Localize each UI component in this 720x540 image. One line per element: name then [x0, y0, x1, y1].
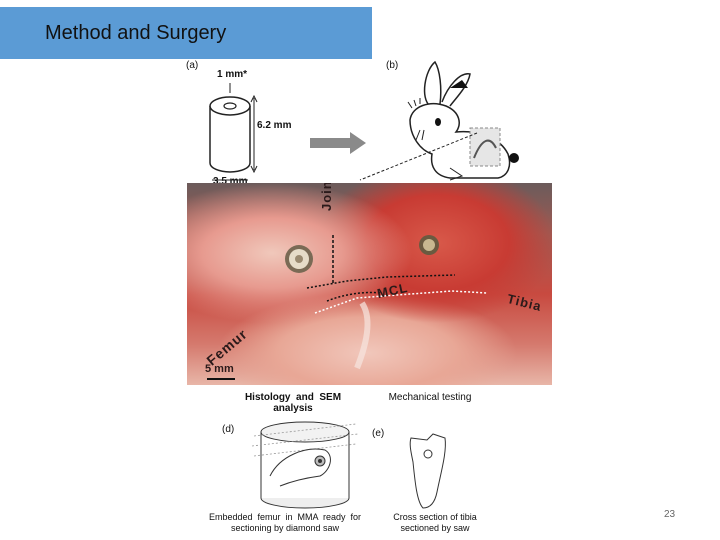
panel-a-label: (a) [186, 60, 199, 71]
arrow-right-icon [310, 132, 366, 154]
histology-heading: Histology and SEM analysis [244, 392, 342, 414]
panel-a-dim-side: 6.2 mm [257, 120, 292, 131]
panel-d-label: (d) [222, 424, 235, 435]
leader-lines [359, 132, 478, 181]
knee-photograph: Joint line MCL Tibia Femur 5 mm [187, 183, 552, 385]
mechanical-heading: Mechanical testing [388, 392, 472, 403]
title-bar [0, 7, 372, 59]
slide-title: Method and Surgery [45, 22, 227, 44]
panel-b-label: (b) [386, 60, 399, 71]
scale-bar-label: 5 mm [205, 363, 234, 375]
tibia-cross-section-drawing [409, 433, 446, 509]
joint-line-label: Joint line [319, 183, 334, 211]
page-number: 23 [664, 509, 676, 520]
panel-e-caption: Cross section of tibia sectioned by saw [393, 512, 477, 533]
panel-d-caption: Embedded femur in MMA ready for sectioni… [208, 512, 362, 533]
tube-drawing [209, 83, 258, 181]
panel-a-dim-bottom: 3.5 mm [213, 176, 248, 187]
panel-a-dim-top: 1 mm* [217, 69, 248, 80]
panel-e-label: (e) [372, 428, 385, 439]
surgery-figure: (a) 1 mm* 6.2 mm 3.5 mm (b) [180, 58, 560, 538]
rabbit-sketch [407, 60, 519, 181]
embedded-femur-drawing [251, 421, 359, 509]
